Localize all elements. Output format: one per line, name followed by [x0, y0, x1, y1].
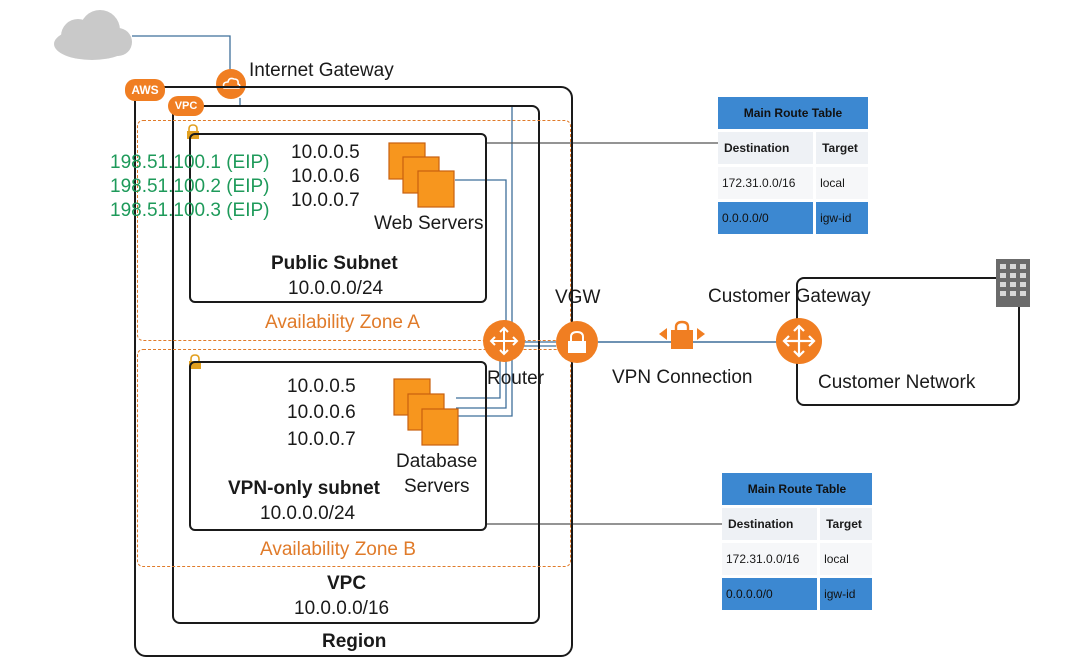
- route-table-vpn: Main Route Table Destination Target 172.…: [719, 470, 875, 613]
- route-table-title: Main Route Table: [722, 473, 872, 505]
- public-subnet-cidr: 10.0.0.0/24: [288, 278, 384, 299]
- database-servers-label-line2: Servers: [404, 476, 470, 497]
- vpn-subnet-lock-icon: [188, 354, 202, 370]
- web-server-ip-3: 10.0.0.7: [291, 190, 360, 211]
- region-container: [134, 86, 573, 657]
- vpc-badge: VPC: [168, 96, 204, 116]
- vpn-connection-icon[interactable]: [657, 318, 707, 358]
- route-table-public: Main Route Table Destination Target 172.…: [715, 94, 871, 237]
- route-table-header-target: Target: [820, 508, 872, 540]
- web-server-ip-2: 10.0.0.6: [291, 166, 360, 187]
- route-table-cell: 0.0.0.0/0: [722, 578, 818, 610]
- eip-2: 198.51.100.2 (EIP): [110, 176, 270, 197]
- vpn-connection-label: VPN Connection: [612, 367, 753, 388]
- public-subnet-title: Public Subnet: [271, 253, 398, 274]
- route-table-cell: igw-id: [820, 578, 872, 610]
- route-table-title: Main Route Table: [718, 97, 868, 129]
- availability-zone-a: [137, 120, 571, 341]
- route-table-cell: 0.0.0.0/0: [718, 202, 814, 234]
- eip-3: 198.51.100.3 (EIP): [110, 200, 270, 221]
- internet-gateway-icon[interactable]: [216, 69, 246, 99]
- router-icon[interactable]: [483, 320, 525, 362]
- vpc-container: [172, 105, 540, 624]
- availability-zone-a-label: Availability Zone A: [265, 312, 420, 333]
- customer-gateway-icon[interactable]: [776, 318, 822, 364]
- database-servers-label-line1: Database: [396, 451, 478, 472]
- availability-zone-b: [137, 349, 571, 567]
- db-server-ip-1: 10.0.0.5: [287, 376, 356, 397]
- route-table-cell: local: [816, 167, 868, 199]
- route-table-cell: 172.31.0.0/16: [718, 167, 814, 199]
- web-server-ip-1: 10.0.0.5: [291, 142, 360, 163]
- vpn-subnet-title: VPN-only subnet: [228, 478, 381, 499]
- route-table-cell: igw-id: [816, 202, 868, 234]
- internet-gateway-label: Internet Gateway: [249, 60, 394, 81]
- route-table-cell: 172.31.0.0/16: [722, 543, 818, 575]
- vpn-subnet-cidr: 10.0.0.0/24: [260, 503, 356, 524]
- vgw-label: VGW: [555, 287, 601, 308]
- route-table-header-target: Target: [816, 132, 868, 164]
- route-table-cell: local: [820, 543, 872, 575]
- public-subnet-box: [189, 133, 487, 303]
- route-table-header-destination: Destination: [722, 508, 818, 540]
- db-server-ip-2: 10.0.0.6: [287, 402, 356, 423]
- vpc-cidr: 10.0.0.0/16: [294, 598, 390, 619]
- router-label: Router: [487, 368, 545, 389]
- availability-zone-b-label: Availability Zone B: [260, 539, 416, 560]
- vpn-subnet-box: [189, 361, 487, 531]
- vgw-icon[interactable]: [556, 321, 598, 363]
- region-title: Region: [322, 631, 387, 652]
- web-servers-label: Web Servers: [374, 213, 484, 234]
- db-server-ip-3: 10.0.0.7: [287, 429, 356, 450]
- corporate-building-icon: [996, 259, 1030, 307]
- vpc-title: VPC: [327, 573, 367, 594]
- aws-badge: AWS: [125, 79, 165, 101]
- route-table-header-destination: Destination: [718, 132, 814, 164]
- customer-network-label: Customer Network: [818, 372, 976, 393]
- eip-1: 198.51.100.1 (EIP): [110, 152, 270, 173]
- customer-gateway-label: Customer Gateway: [708, 286, 871, 307]
